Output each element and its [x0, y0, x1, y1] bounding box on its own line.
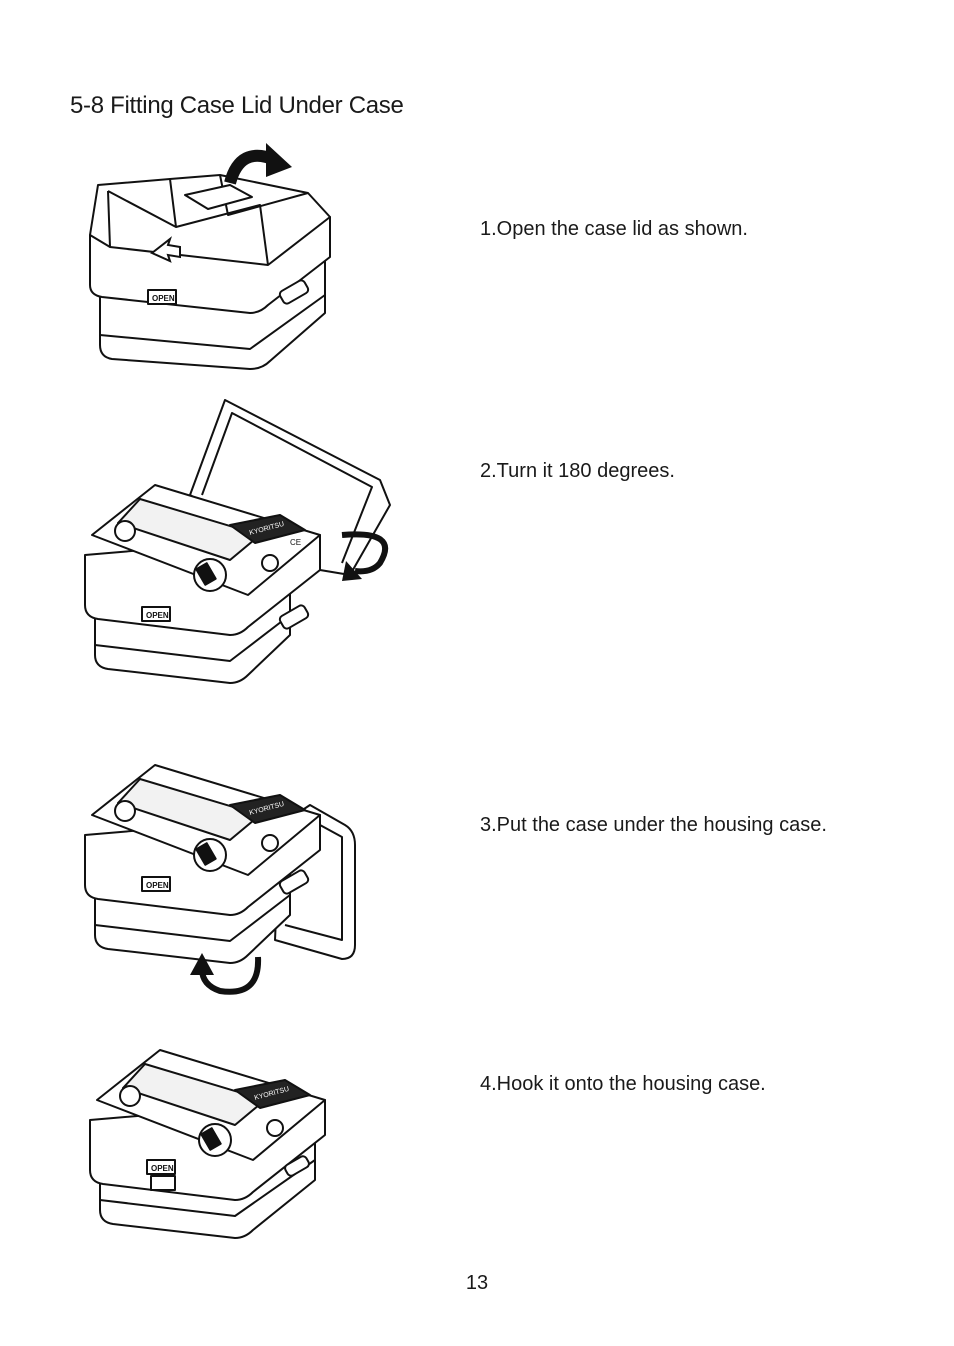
ce-mark: CE: [290, 538, 301, 547]
page-number: 13: [465, 1272, 489, 1294]
open-tag-label: OPEN: [152, 294, 175, 303]
step-2-text: 2.Turn it 180 degrees.: [480, 460, 675, 482]
figure-lid-hooked: OPEN KYORITSU: [89, 1049, 326, 1239]
figure-closed-case: OPEN: [89, 143, 331, 370]
step-3-text: 3.Put the case under the housing case.: [480, 814, 827, 836]
section-title: 5-8 Fitting Case Lid Under Case: [70, 92, 404, 119]
step-4-text: 4.Hook it onto the housing case.: [480, 1073, 766, 1095]
figure-lid-open: OPEN KYORITSU CE: [84, 399, 391, 684]
open-tag-label: OPEN: [151, 1164, 174, 1173]
open-tag-label: OPEN: [146, 611, 169, 620]
step-1-text: 1.Open the case lid as shown.: [480, 218, 748, 240]
figure-lid-under: OPEN KYORITSU: [84, 764, 356, 995]
open-tag-label: OPEN: [146, 881, 169, 890]
